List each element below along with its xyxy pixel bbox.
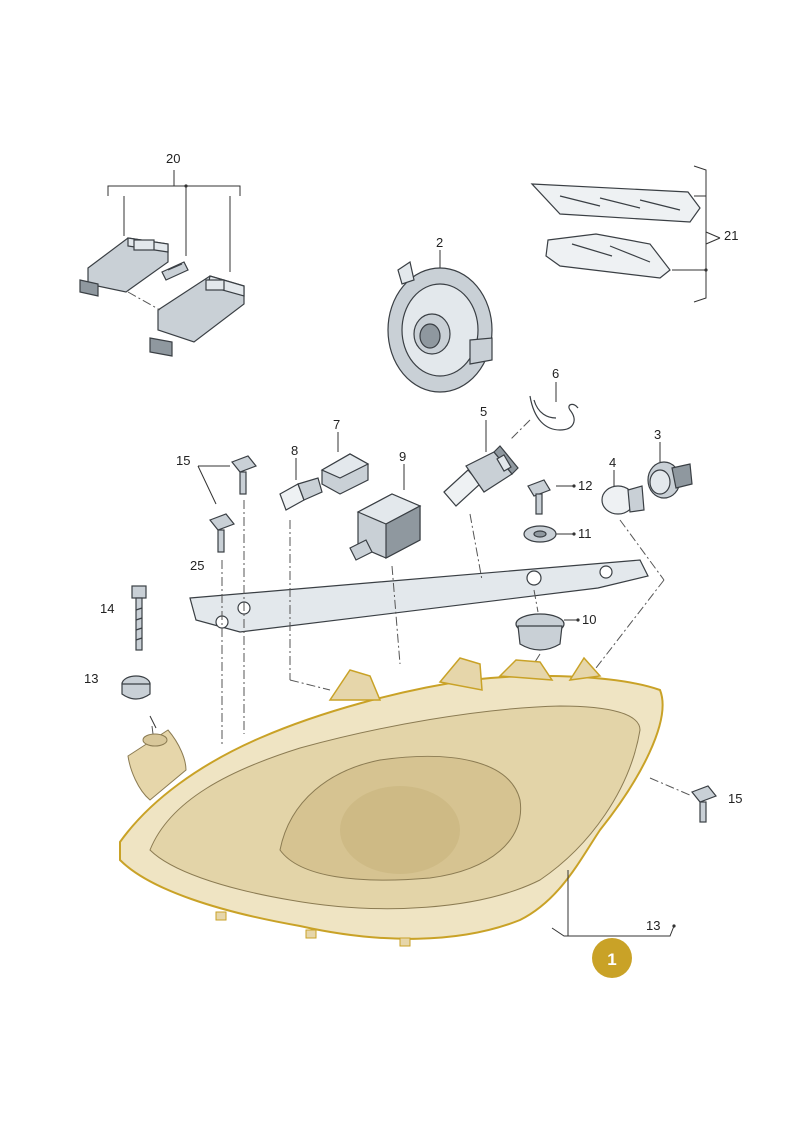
part-7-connector[interactable]: 7 [320, 417, 370, 495]
part-5-bulb[interactable]: 5 [443, 404, 519, 507]
part-2-cap[interactable]: 2 [387, 235, 493, 393]
part-10-cap[interactable]: 10 [515, 612, 596, 651]
callout-13-left: 13 [84, 671, 98, 686]
callout-5: 5 [480, 404, 487, 419]
callout-12: 12 [578, 478, 592, 493]
part-1-badge[interactable] [592, 938, 632, 978]
part-11-grommet[interactable]: 11 [523, 525, 592, 543]
part-9-actuator[interactable]: 9 [349, 449, 422, 561]
callout-6: 6 [552, 366, 559, 381]
part-6-spring-clip[interactable]: 6 [509, 366, 579, 441]
part-15-screw-upper[interactable]: 15 [176, 453, 257, 505]
part-12-screw[interactable]: 12 [527, 478, 592, 515]
part-13-plug-left[interactable]: 13 [84, 671, 157, 729]
callout-3: 3 [654, 427, 661, 442]
part-20-clips[interactable]: 20 [79, 151, 245, 357]
callout-7: 7 [333, 417, 340, 432]
callout-8: 8 [291, 443, 298, 458]
part-15-screw-right[interactable]: 15 [691, 785, 742, 823]
part-3-socket[interactable]: 3 [647, 427, 693, 499]
callout-9: 9 [399, 449, 406, 464]
part-14-long-screw[interactable]: 14 [100, 585, 147, 651]
callout-1: 1 [607, 950, 616, 969]
callout-14: 14 [100, 601, 114, 616]
headlight-housing-icon[interactable] [119, 656, 664, 947]
callout-2: 2 [436, 235, 443, 250]
callout-11: 11 [578, 526, 592, 541]
callout-group-bottom: 13 1 [551, 870, 676, 978]
callout-15-right: 15 [728, 791, 742, 806]
part-21-lenses[interactable]: 21 [530, 165, 738, 303]
part-8-wedge-bulb[interactable]: 8 [279, 443, 323, 511]
callout-10: 10 [582, 612, 596, 627]
callout-21: 21 [724, 228, 738, 243]
callout-25: 25 [190, 558, 204, 573]
callout-4: 4 [609, 455, 616, 470]
callout-15-upper: 15 [176, 453, 190, 468]
callout-20: 20 [166, 151, 180, 166]
part-4-small-bulb[interactable]: 4 [601, 455, 645, 515]
callout-13-right: 13 [646, 918, 660, 933]
mounting-bracket[interactable] [189, 559, 649, 633]
part-25-screw[interactable]: 25 [190, 513, 235, 573]
